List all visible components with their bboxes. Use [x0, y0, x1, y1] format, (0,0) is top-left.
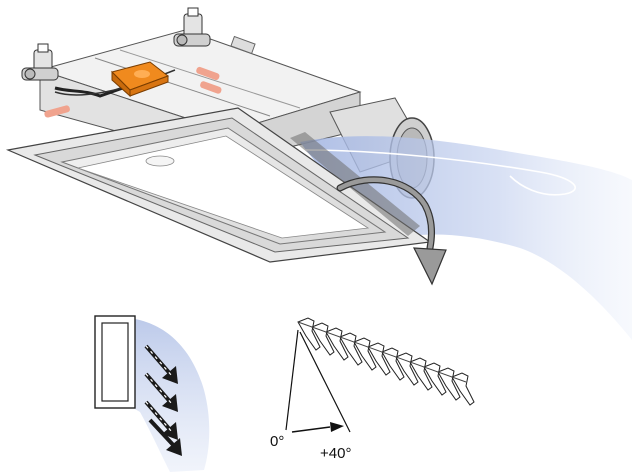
pipe-stub	[200, 81, 222, 94]
orange-actuator	[111, 61, 170, 98]
angle-label-end: +40°	[320, 445, 351, 462]
louver-blade	[367, 342, 391, 376]
louver-blade	[423, 362, 447, 396]
louver-blades	[297, 317, 475, 406]
louver-blade	[451, 372, 475, 406]
louver-blade	[381, 347, 405, 381]
angle-line-40	[299, 331, 351, 433]
angle-indicator: 0° +40°	[270, 329, 351, 462]
grille-front-view	[94, 315, 210, 472]
diagonal-arrow	[144, 372, 178, 412]
airflow-plume-small	[128, 318, 210, 472]
louver-blade	[297, 317, 321, 351]
angle-arc-arrow	[291, 426, 331, 433]
louver-blade	[353, 337, 377, 371]
louver-blade	[395, 352, 419, 386]
valve-right	[173, 7, 211, 47]
louver-blade	[325, 327, 349, 361]
louver-blade	[409, 357, 433, 391]
angle-label-start: 0°	[270, 433, 284, 450]
logo-badge	[145, 155, 175, 167]
louver-blade	[437, 367, 461, 401]
angle-line-0	[285, 329, 299, 431]
diagonal-arrow	[148, 418, 182, 456]
louver-rail	[297, 321, 467, 383]
pipe-stub	[196, 66, 220, 81]
pipe-stub	[44, 105, 70, 118]
airflow-plume-main	[300, 136, 632, 340]
swing-arrow	[336, 176, 447, 286]
valve-left	[21, 43, 59, 81]
airflow-streamline	[304, 149, 576, 196]
louver-blade	[311, 322, 335, 356]
diagonal-arrow	[144, 344, 178, 384]
piping-assembly	[21, 7, 222, 118]
louver-blade	[339, 332, 363, 366]
